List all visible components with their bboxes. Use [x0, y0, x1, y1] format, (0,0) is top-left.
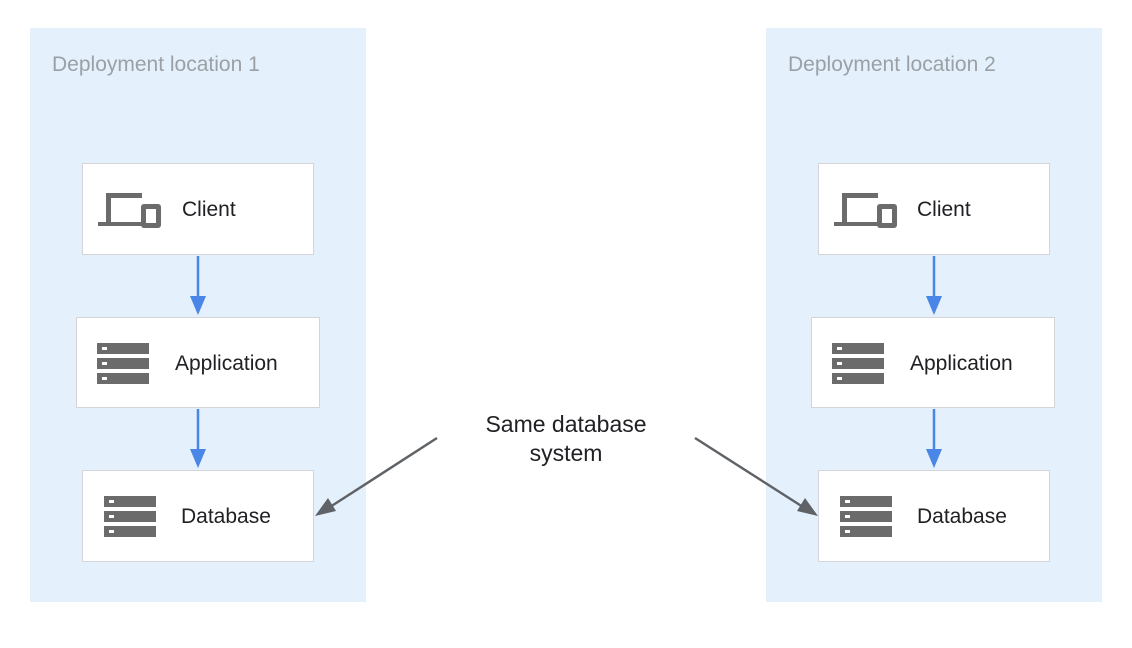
server-icon: [832, 343, 884, 384]
location-1-client-label: Client: [182, 198, 236, 221]
server-icon: [104, 496, 156, 537]
server-icon: [840, 496, 892, 537]
location-2-client-label: Client: [917, 198, 971, 221]
laptop-phone-icon: [98, 193, 161, 228]
location-1-application-label: Application: [175, 352, 278, 375]
location-2-database-node: Database: [818, 470, 1050, 562]
location-2-database-label: Database: [917, 505, 1007, 528]
laptop-phone-icon: [834, 193, 897, 228]
location-2-application-node: Application: [811, 317, 1055, 408]
callout-label: Same database system: [446, 410, 686, 468]
callout-label-line-2: system: [529, 440, 603, 466]
deployment-location-1-title: Deployment location 1: [52, 53, 260, 76]
location-1-database-label: Database: [181, 505, 271, 528]
deployment-location-2-title: Deployment location 2: [788, 53, 996, 76]
location-2-application-label: Application: [910, 352, 1013, 375]
location-2-client-node: Client: [818, 163, 1050, 255]
location-1-application-node: Application: [76, 317, 320, 408]
location-1-client-node: Client: [82, 163, 314, 255]
server-icon: [97, 343, 149, 384]
callout-label-line-1: Same database: [485, 411, 647, 437]
location-1-database-node: Database: [82, 470, 314, 562]
